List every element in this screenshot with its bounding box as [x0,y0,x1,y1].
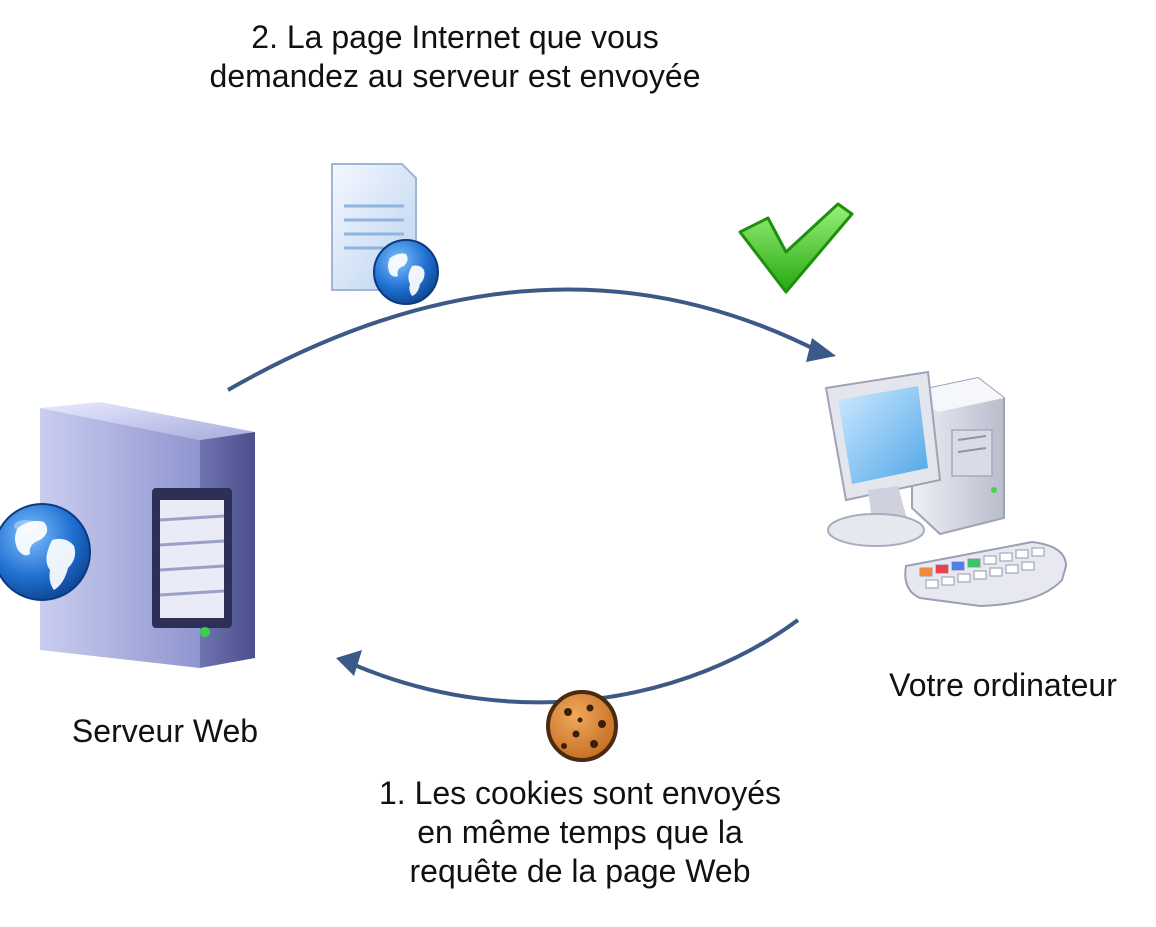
page-sent-arrow [227,287,836,392]
web-page-document-icon [331,163,439,305]
cookie-request-caption-line: requête de la page Web [409,853,751,889]
checkmark-icon [738,202,854,294]
globe-icon [0,503,91,601]
computer-label: Votre ordinateur [889,667,1117,703]
cookie-request-caption-line: 1. Les cookies sont envoyés [378,775,781,811]
server-label: Serveur Web [71,713,259,749]
page-sent-caption-line: demandez au serveur est envoyée [209,58,701,94]
page-sent-caption: 2. La page Internet que vous demandez au… [190,18,720,96]
server-icon [40,402,255,668]
cookie-request-caption-line: en même temps que la [417,814,743,850]
cookie-request-caption: 1. Les cookies sont envoyés en même temp… [350,774,810,891]
keyboard-icon [904,540,1068,608]
cookie-request-arrow [336,618,800,705]
cookie-icon [546,690,618,762]
page-sent-caption-line: 2. La page Internet que vous [251,19,659,55]
desktop-computer-icon [824,370,1005,547]
